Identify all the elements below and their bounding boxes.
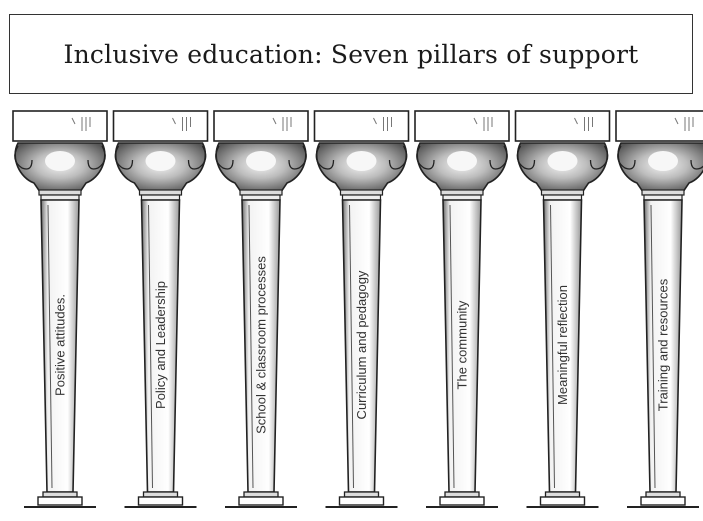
- pillar-label: The community: [455, 300, 470, 389]
- pillar-label: Policy and Leadership: [153, 281, 168, 409]
- pillar-plinth: [38, 497, 82, 505]
- pillar-capital-highlight: [246, 151, 276, 171]
- pillar-label: School & classroom processes: [254, 256, 269, 434]
- pillar-capital-highlight: [45, 151, 75, 171]
- pillar-label: Curriculum and pedagogy: [354, 270, 369, 419]
- pillar-capital-highlight: [146, 151, 176, 171]
- pillar-1: Positive attitudes.: [13, 111, 107, 507]
- pillar-necking: [542, 190, 584, 195]
- pillar-plinth: [139, 497, 183, 505]
- pillar-abacus: [616, 111, 703, 141]
- pillar-base-torus: [345, 492, 379, 497]
- pillar-label: Meaningful reflection: [555, 285, 570, 405]
- pillar-abacus: [114, 111, 208, 141]
- pillar-necking: [341, 190, 383, 195]
- pillar-plinth: [440, 497, 484, 505]
- pillar-plinth: [340, 497, 384, 505]
- pillar-abacus: [415, 111, 509, 141]
- pillar-abacus: [214, 111, 308, 141]
- pillar-capital-highlight: [347, 151, 377, 171]
- pillar-necking: [441, 190, 483, 195]
- pillar-5: The community: [415, 111, 509, 507]
- pillar-base-torus: [546, 492, 580, 497]
- pillar-necking: [642, 190, 684, 195]
- pillar-plinth: [541, 497, 585, 505]
- pillar-7: Training and resources: [616, 111, 703, 507]
- pillar-base-torus: [244, 492, 278, 497]
- pillar-label: Positive attitudes.: [53, 294, 68, 396]
- pillar-plinth: [239, 497, 283, 505]
- pillar-4: Curriculum and pedagogy: [315, 111, 409, 507]
- pillar-6: Meaningful reflection: [516, 111, 610, 507]
- pillar-necking: [240, 190, 282, 195]
- pillar-abacus: [13, 111, 107, 141]
- pillar-base-torus: [646, 492, 680, 497]
- pillar-necking: [140, 190, 182, 195]
- pillar-base-torus: [144, 492, 178, 497]
- pillar-abacus: [516, 111, 610, 141]
- pillar-capital-highlight: [648, 151, 678, 171]
- pillar-base-torus: [445, 492, 479, 497]
- pillar-abacus: [315, 111, 409, 141]
- pillar-capital-highlight: [548, 151, 578, 171]
- pillar-2: Policy and Leadership: [114, 111, 208, 507]
- pillar-necking: [39, 190, 81, 195]
- pillar-base-torus: [43, 492, 77, 497]
- pillar-3: School & classroom processes: [214, 111, 308, 507]
- pillar-label: Training and resources: [656, 278, 671, 411]
- pillar-capital-highlight: [447, 151, 477, 171]
- pillar-plinth: [641, 497, 685, 505]
